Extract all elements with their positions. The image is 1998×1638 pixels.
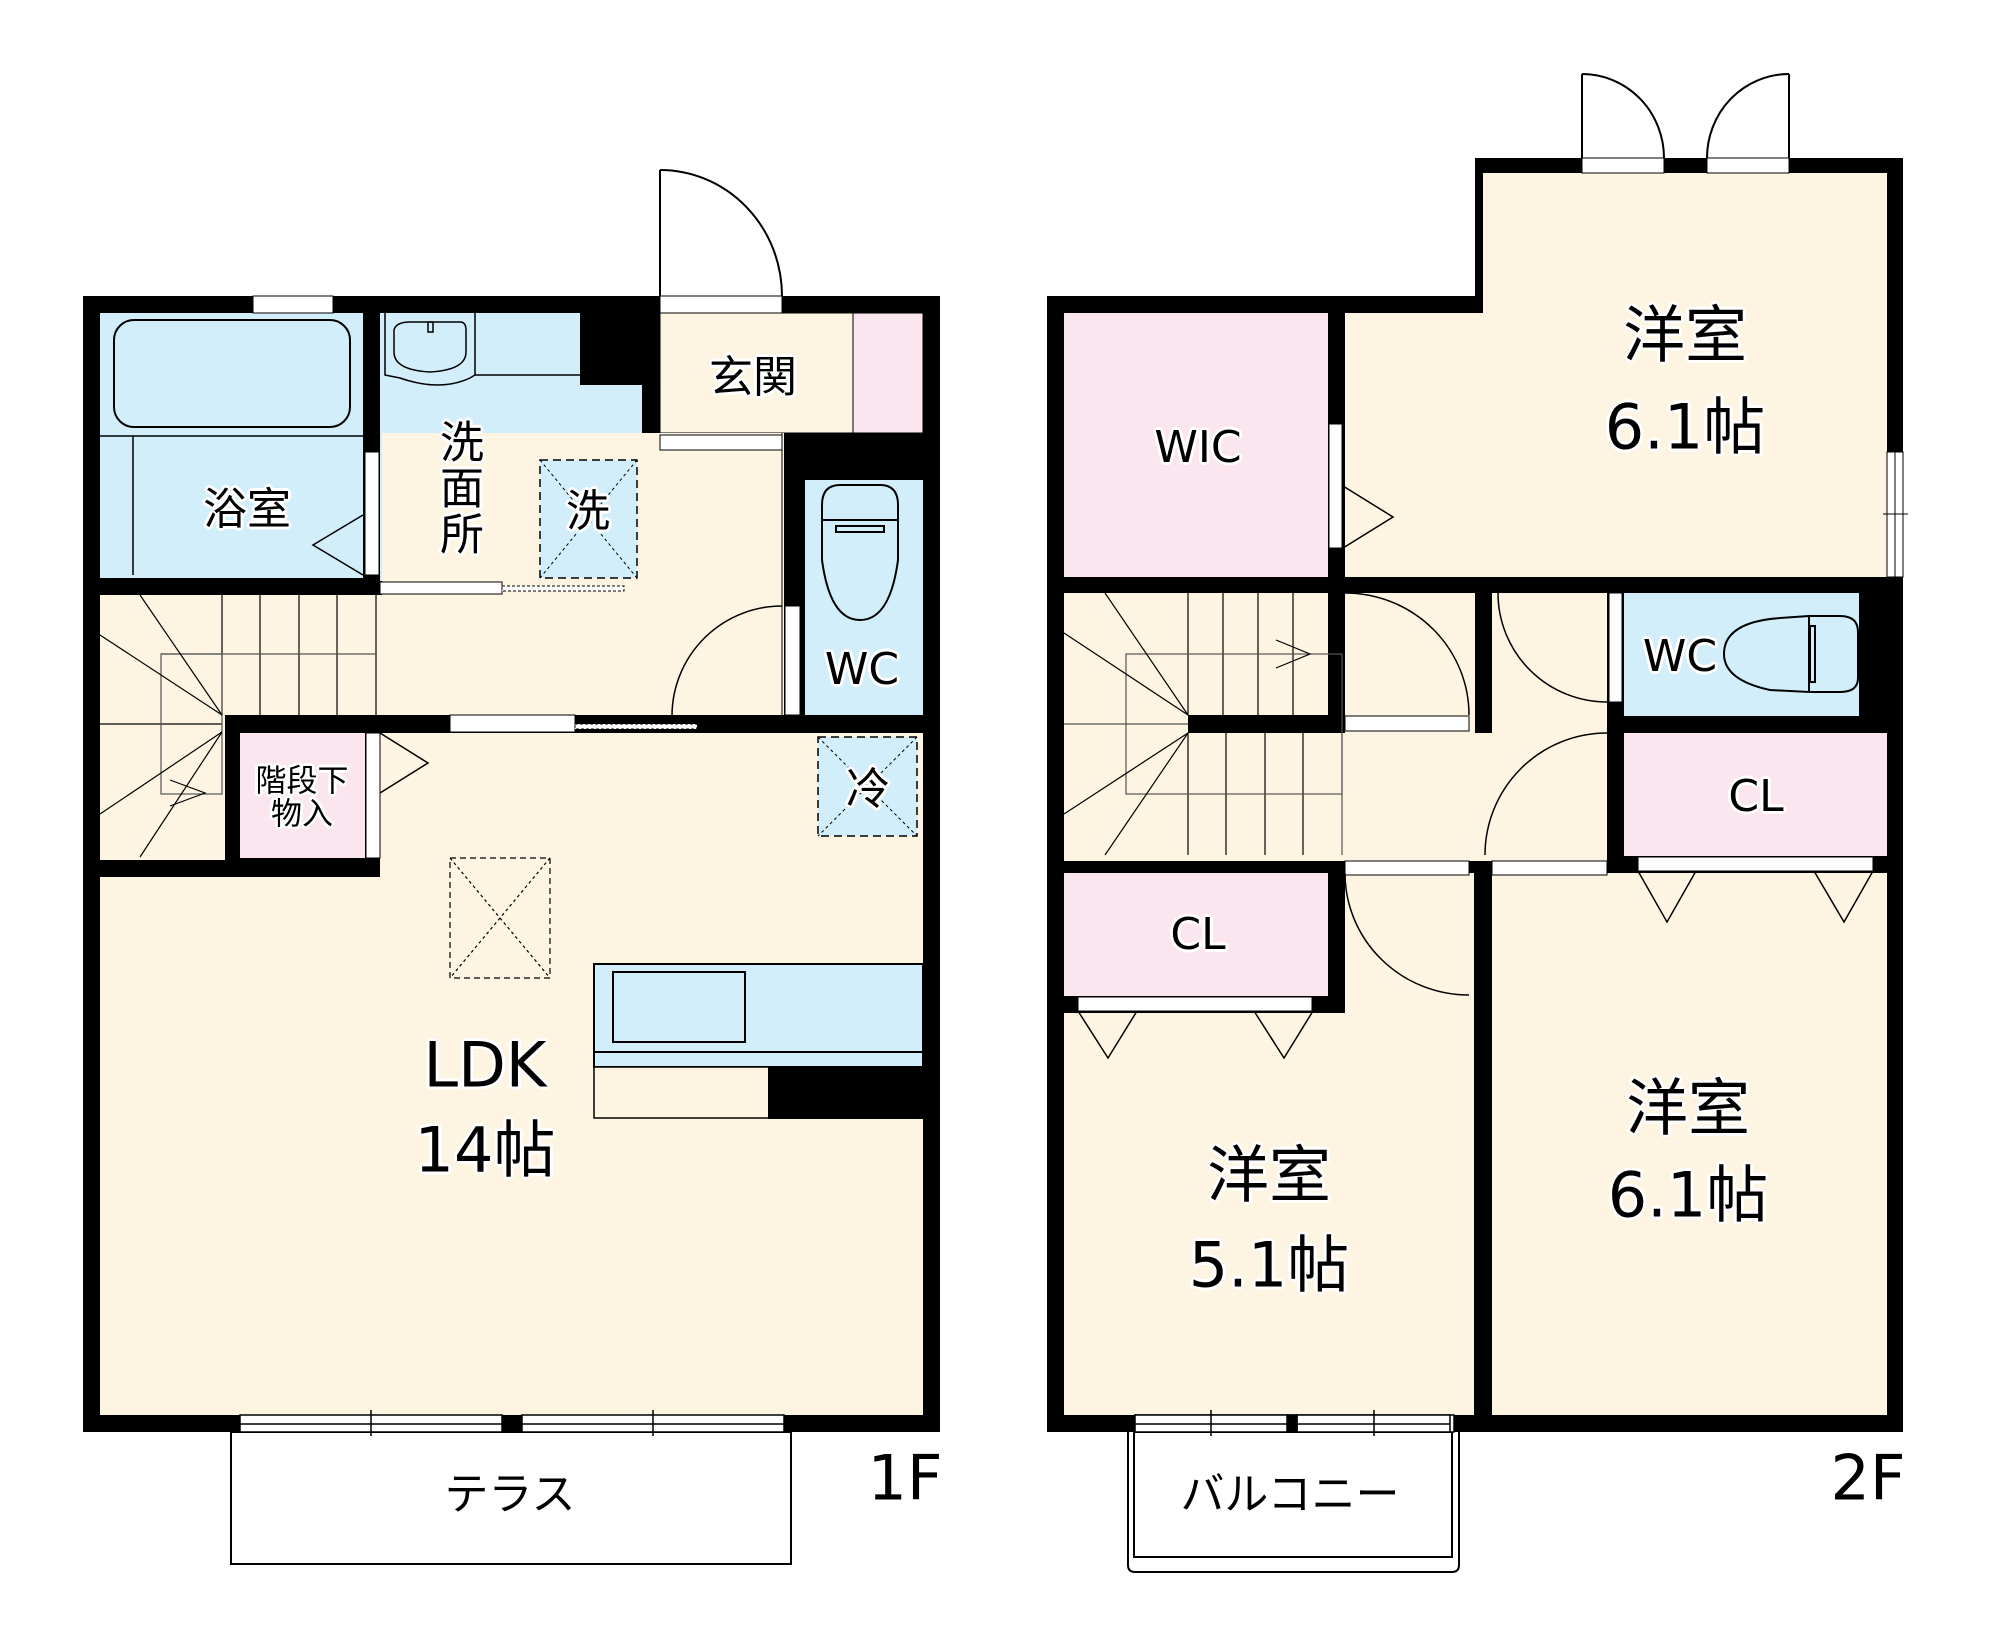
western-room-c-name: 洋室 — [1625, 1071, 1751, 1145]
wc-label: WC — [824, 643, 900, 695]
staircase-icon-2f — [1063, 592, 1345, 856]
washroom-door — [379, 581, 503, 595]
ceiling-hatch-icon — [449, 857, 551, 979]
shoe-storage — [852, 312, 924, 434]
storage-door — [365, 732, 381, 859]
balcony-window — [1134, 1410, 1455, 1436]
washing-machine-icon — [539, 459, 638, 579]
western-room-a-size: 6.1帖 — [1604, 390, 1766, 464]
floor-2-plan — [1047, 73, 1908, 1573]
balcony-area — [1127, 1431, 1460, 1573]
wc-room-2f — [1624, 593, 1859, 716]
floor-2-label: 2F — [1830, 1441, 1906, 1515]
entrance-threshold — [659, 295, 783, 314]
bath-window — [252, 295, 334, 314]
fridge-label: 冷 — [846, 763, 890, 815]
western-room-a-window — [1883, 451, 1908, 578]
storage-label: 階段下 物入 — [255, 763, 349, 832]
washer-label: 洗 — [566, 485, 610, 537]
stair-area — [100, 595, 382, 715]
western-room-a-door — [1344, 715, 1470, 732]
wc-door-2f — [1608, 592, 1623, 703]
wic-door — [1328, 423, 1343, 549]
stair-area-lower — [100, 715, 225, 860]
closet-a — [1064, 873, 1328, 996]
wc-door-swing-icon — [671, 605, 783, 716]
wic-label: WIC — [1154, 421, 1242, 473]
washroom-pillar — [580, 313, 642, 385]
entrance-label: 玄関 — [709, 351, 797, 403]
washroom-label: 洗 面 所 — [440, 417, 484, 562]
bath-door-swing-icon — [311, 514, 364, 576]
under-stair-storage — [240, 733, 365, 858]
terrace-area — [230, 1431, 792, 1565]
staircase-icon — [99, 594, 377, 858]
bedroom-double-door-icon — [1581, 73, 1790, 159]
western-room-b-name: 洋室 — [1206, 1138, 1332, 1212]
western-room-c-size: 6.1帖 — [1607, 1158, 1769, 1232]
entrance-step — [659, 434, 783, 451]
wic-door-swing-icon — [1342, 485, 1395, 549]
wc-2f-label: WC — [1642, 630, 1718, 682]
ldk-name-label: LDK — [423, 1028, 547, 1102]
entrance-door-icon — [659, 169, 783, 297]
hallway-upper — [660, 433, 784, 715]
ldk-window — [239, 1410, 785, 1436]
western-room-b-door-swing-icon — [1344, 872, 1470, 996]
toilet-icon-2f — [1722, 614, 1859, 694]
floor-1-plan — [83, 169, 940, 1565]
fridge-icon — [817, 736, 918, 837]
ldk-door — [449, 714, 576, 733]
closet-a-label: CL — [1170, 908, 1226, 960]
storage-door-swing-icon — [379, 732, 430, 794]
western-room-c — [1492, 873, 1887, 1415]
door-swing-icon — [1344, 592, 1470, 716]
bathtub-icon — [113, 319, 351, 428]
toilet-icon — [821, 484, 899, 622]
wc-door — [784, 605, 801, 716]
closet-b — [1624, 733, 1887, 856]
walk-in-closet — [1064, 313, 1328, 577]
western-room-a-name: 洋室 — [1622, 298, 1748, 372]
western-room-b-size: 5.1帖 — [1188, 1228, 1350, 1302]
floor-1-label: 1F — [867, 1441, 943, 1515]
bath-door — [364, 451, 380, 576]
ldk-size-label: 14帖 — [414, 1113, 556, 1187]
washbasin-icon — [384, 313, 580, 386]
western-room-a — [1483, 173, 1887, 577]
bath-label: 浴室 — [203, 483, 291, 535]
bath-room — [100, 313, 363, 578]
kitchen-counter-icon — [593, 963, 924, 1119]
closet-b-door — [1637, 856, 1874, 872]
closet-a-door — [1077, 996, 1313, 1012]
hallway-2f — [1345, 593, 1475, 735]
closet-b-label: CL — [1728, 770, 1784, 822]
terrace-label: テラス — [444, 1468, 576, 1520]
western-room-b — [1064, 1013, 1474, 1415]
balcony-label: バルコニー — [1180, 1468, 1400, 1520]
